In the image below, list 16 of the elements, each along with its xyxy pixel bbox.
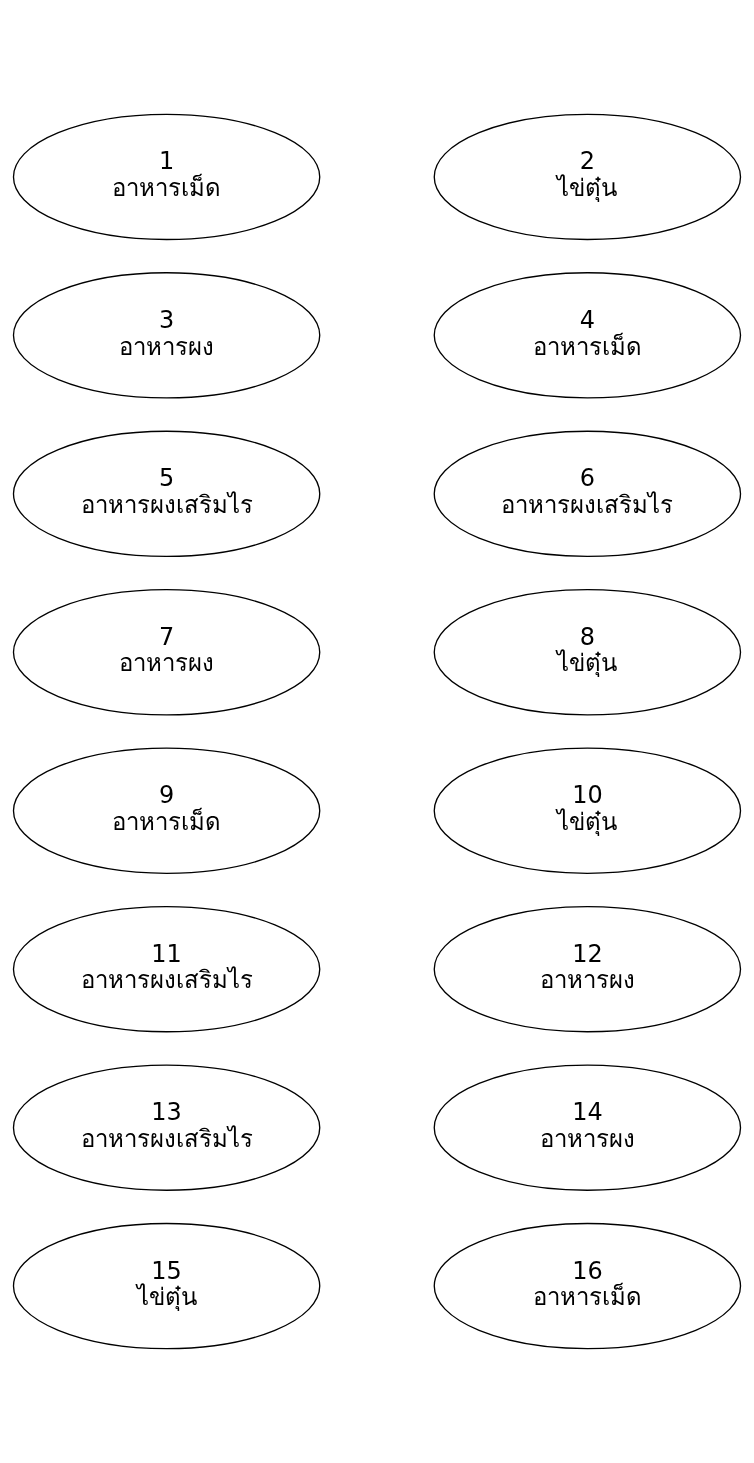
node-ellipse: 7 อาหารผง [12, 589, 321, 716]
node-ellipse: 4 อาหารเม็ด [433, 272, 742, 399]
node-ellipse: 10 ไข่ตุ๋น [433, 747, 742, 874]
node-ellipse: 12 อาหารผง [433, 905, 742, 1033]
node-ellipse: 8 ไข่ตุ๋น [433, 589, 742, 716]
node-ellipse: 6 อาหารผงเสริมไร [433, 430, 742, 558]
node-ellipse: 3 อาหารผง [12, 272, 321, 399]
node-ellipse: 9 อาหารเม็ด [12, 747, 321, 874]
node-ellipse: 5 อาหารผงเสริมไร [12, 430, 321, 558]
node-ellipse: 16 อาหารเม็ด [433, 1222, 742, 1350]
node-ellipse: 1 อาหารเม็ด [12, 113, 321, 241]
node-ellipse: 14 อาหารผง [433, 1064, 742, 1191]
node-ellipse: 11 อาหารผงเสริมไร [12, 905, 321, 1033]
node-ellipse: 2 ไข่ตุ๋น [433, 113, 742, 241]
node-ellipse: 15 ไข่ตุ๋น [12, 1222, 321, 1350]
node-ellipse: 13 อาหารผงเสริมไร [12, 1064, 321, 1191]
